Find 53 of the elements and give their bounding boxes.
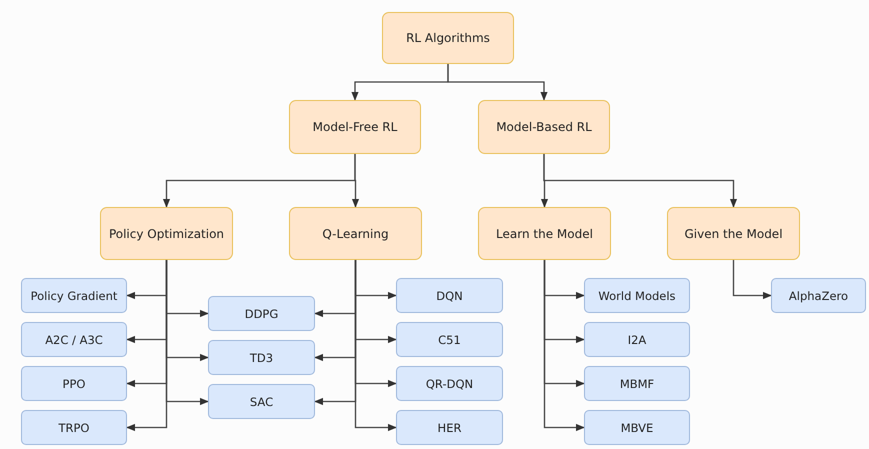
node-label: I2A	[628, 332, 646, 346]
algorithm-box	[21, 366, 127, 401]
algorithm-box	[584, 410, 690, 445]
algorithm-box	[208, 296, 315, 331]
arrow	[732, 260, 772, 300]
node-label: TRPO	[58, 420, 90, 434]
arrow	[166, 260, 209, 406]
node-label: HER	[438, 420, 462, 434]
algorithm-box	[21, 410, 127, 445]
algorithm-box	[771, 278, 866, 313]
category-box	[667, 207, 800, 260]
node-label: Learn the Model	[496, 226, 593, 240]
category-box	[478, 207, 611, 260]
node-label: AlphaZero	[788, 288, 848, 302]
arrow	[447, 64, 548, 101]
node-label: DQN	[436, 288, 463, 302]
node-label: Q-Learning	[322, 226, 389, 240]
node-label: Policy Optimization	[108, 226, 224, 240]
node-label: Model-Based RL	[496, 120, 592, 134]
category-box	[289, 207, 422, 260]
category-box	[478, 100, 610, 154]
algorithm-box	[21, 278, 127, 313]
arrow	[354, 260, 397, 432]
category-box	[382, 12, 514, 64]
arrow	[352, 154, 360, 208]
node-label: Model-Free RL	[312, 120, 398, 134]
algorithm-box	[396, 366, 503, 401]
node-label: Policy Gradient	[30, 288, 118, 302]
node-label: PPO	[62, 376, 86, 390]
node-label: RL Algorithms	[406, 31, 490, 45]
algorithm-box	[584, 366, 690, 401]
node-label: C51	[438, 332, 461, 346]
node-label: SAC	[250, 394, 274, 408]
arrow	[543, 154, 738, 208]
category-box	[289, 100, 421, 154]
algorithm-box	[208, 340, 315, 375]
algorithm-box	[396, 278, 503, 313]
node-label: MBVE	[620, 420, 654, 434]
algorithm-box	[396, 322, 503, 357]
node-label: World Models	[598, 288, 676, 302]
algorithm-box	[21, 322, 127, 357]
algorithm-box	[208, 384, 315, 419]
node-label: Given the Model	[684, 226, 783, 240]
algorithm-box	[584, 278, 690, 313]
node-label: A2C / A3C	[45, 332, 103, 346]
node-label: QR-DQN	[426, 376, 474, 390]
category-box	[100, 207, 233, 260]
algorithm-box	[396, 410, 503, 445]
node-label: TD3	[250, 350, 274, 364]
arrow	[544, 260, 585, 432]
node-label: MBMF	[620, 376, 654, 390]
algorithm-box	[584, 322, 690, 357]
node-label: DDPG	[244, 306, 278, 320]
